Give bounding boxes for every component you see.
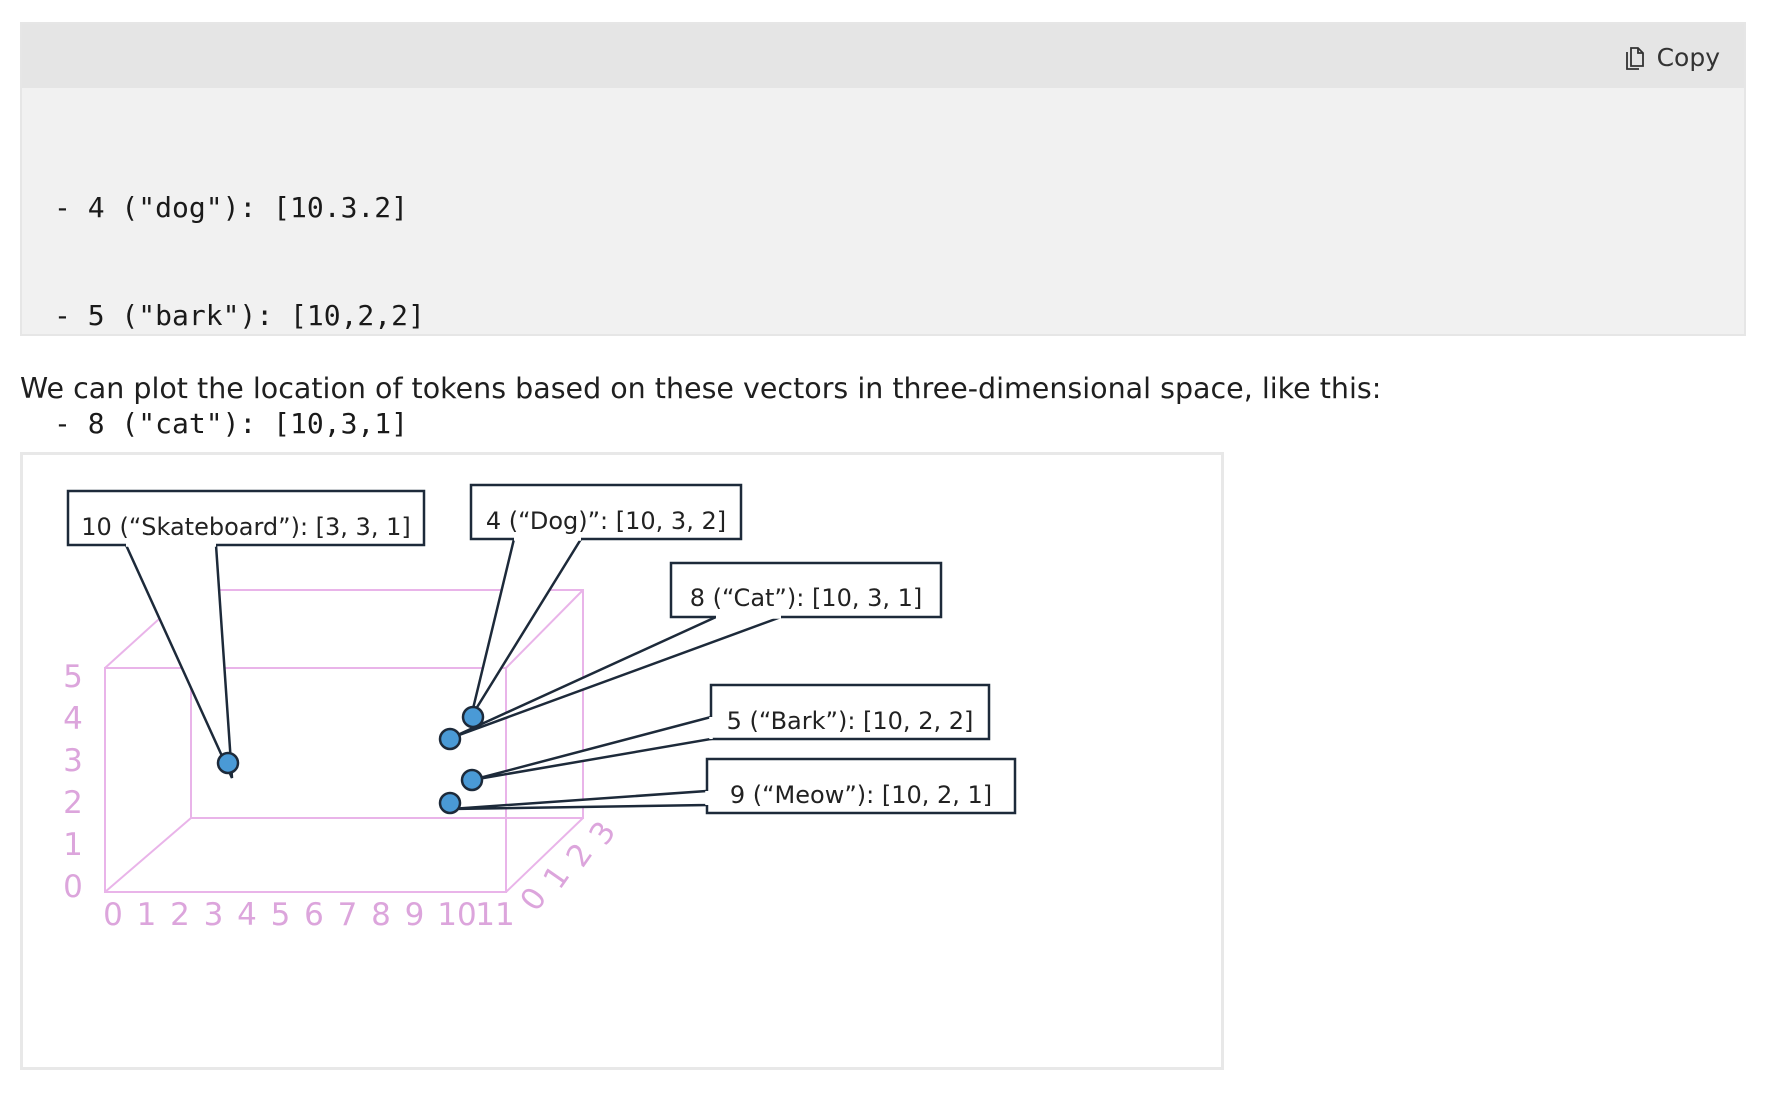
callout-box-dog	[469, 483, 743, 541]
code-line: - 4 ("dog"): [10.3.2]	[54, 191, 409, 224]
code-block: Copy - 4 ("dog"): [10.3.2] - 5 ("bark"):…	[20, 22, 1746, 656]
point-bark	[460, 768, 484, 792]
callout-pointer-bark	[471, 715, 713, 782]
description-paragraph: We can plot the location of tokens based…	[20, 372, 1382, 405]
code-line: - 8 ("cat"): [10,3,1]	[54, 407, 409, 440]
callout-box-meow	[705, 757, 1017, 815]
code-block-header: Copy	[22, 24, 1744, 88]
z-tick-label: 1	[536, 859, 577, 896]
copy-button[interactable]: Copy	[1623, 40, 1720, 74]
x-tick-label: 11	[475, 897, 514, 933]
callout-label-bark: 5 (“Bark”): [10, 2, 2]	[727, 707, 974, 735]
z-tick-label: 0	[513, 881, 554, 918]
point-skateboard	[216, 751, 240, 775]
point-meow	[438, 791, 462, 815]
x-tick-label: 7	[338, 897, 358, 933]
code-line: - 5 ("bark"): [10,2,2]	[54, 299, 425, 332]
y-tick-label: 0	[63, 869, 83, 905]
z-tick-label: 3	[582, 815, 623, 852]
x-tick-label: 3	[204, 897, 224, 933]
x-tick-label: 2	[170, 897, 190, 933]
copy-icon	[1625, 47, 1644, 70]
x-tick-label: 10	[437, 897, 476, 933]
x-tick-label: 4	[237, 897, 257, 933]
callout-label-cat: 8 (“Cat”): [10, 3, 1]	[690, 584, 923, 612]
box-front-face	[104, 667, 507, 893]
callout-label-meow: 9 (“Meow”): [10, 2, 1]	[730, 781, 992, 809]
x-tick-label: 5	[271, 897, 291, 933]
callout-pointer-skateboard	[124, 543, 234, 779]
callout-box-bark	[709, 683, 991, 741]
x-tick-label: 9	[405, 897, 425, 933]
callout-label-dog: 4 (“Dog)”: [10, 3, 2]	[486, 507, 726, 535]
callout-box-skateboard	[66, 489, 426, 547]
x-tick-label: 1	[137, 897, 157, 933]
box-edge	[505, 817, 584, 893]
x-tick-label: 0	[103, 897, 123, 933]
z-tick-label: 2	[559, 837, 600, 874]
box-edge	[505, 589, 584, 669]
callout-box-cat	[669, 561, 943, 619]
point-cat	[438, 727, 462, 751]
copy-label: Copy	[1656, 42, 1720, 72]
y-tick-label: 3	[63, 743, 83, 779]
y-tick-label: 5	[63, 659, 83, 695]
x-tick-label: 8	[371, 897, 391, 933]
y-tick-label: 4	[63, 701, 83, 737]
callout-pointer-meow	[450, 789, 709, 811]
y-tick-label: 2	[63, 785, 83, 821]
y-tick-label: 1	[63, 827, 83, 863]
callout-label-skateboard: 10 (“Skateboard”): [3, 3, 1]	[81, 513, 410, 541]
x-tick-label: 6	[304, 897, 324, 933]
point-dog	[461, 705, 485, 729]
box-edge	[104, 817, 192, 893]
